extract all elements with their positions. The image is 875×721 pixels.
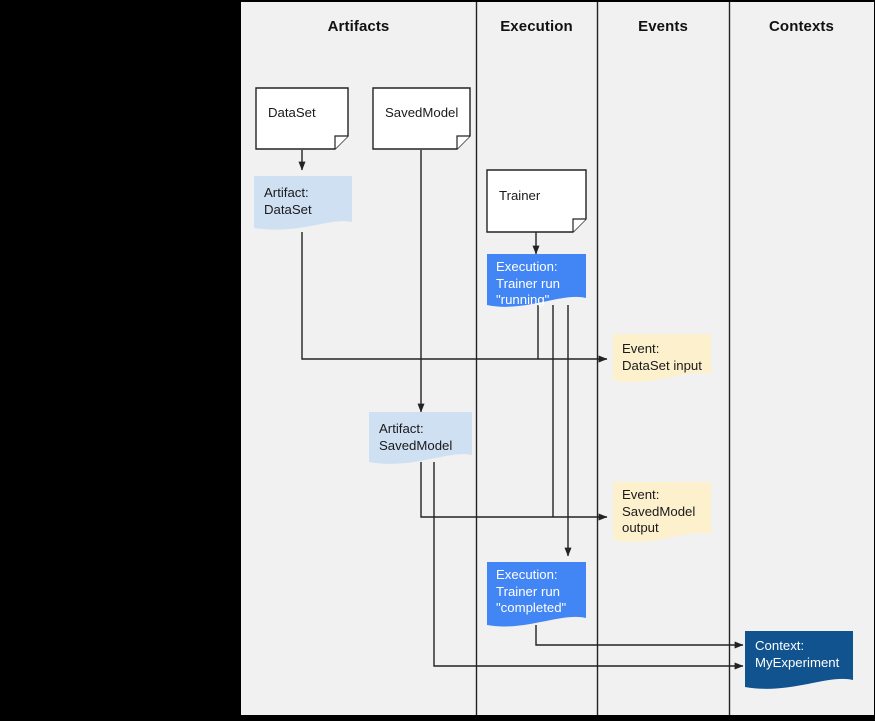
column-header-events: Events [638, 18, 688, 35]
node-type-savedmodel-label: SavedModel [385, 105, 459, 120]
node-type-dataset[interactable]: DataSet [256, 88, 348, 149]
node-event-savedmodel-output[interactable]: Event: SavedModel output [613, 482, 711, 540]
node-artifact-dataset[interactable]: Artifact: DataSet [254, 176, 352, 230]
column-header-contexts: Contexts [769, 18, 834, 35]
node-execution-running-label: Execution: Trainer run "running" [496, 259, 561, 307]
node-type-trainer-label: Trainer [499, 188, 541, 203]
node-artifact-savedmodel[interactable]: Artifact: SavedModel [369, 412, 472, 464]
node-context-myexperiment-label: Context: MyExperiment [755, 638, 840, 670]
node-execution-completed-label: Execution: Trainer run "completed" [496, 567, 567, 615]
node-event-dataset-input[interactable]: Event: DataSet input [613, 334, 711, 382]
node-type-trainer[interactable]: Trainer [487, 170, 586, 232]
node-event-dataset-input-label: Event: DataSet input [622, 341, 702, 373]
node-type-dataset-label: DataSet [268, 105, 316, 120]
node-artifact-savedmodel-label: Artifact: SavedModel [379, 421, 453, 453]
node-execution-completed[interactable]: Execution: Trainer run "completed" [487, 562, 586, 625]
node-execution-running[interactable]: Execution: Trainer run "running" [487, 254, 586, 307]
node-artifact-dataset-label: Artifact: DataSet [264, 185, 312, 217]
node-type-savedmodel[interactable]: SavedModel [373, 88, 470, 149]
node-event-savedmodel-output-label: Event: SavedModel output [622, 487, 696, 535]
node-context-myexperiment[interactable]: Context: MyExperiment [745, 631, 853, 687]
column-header-artifacts: Artifacts [327, 18, 390, 35]
column-header-execution: Execution [500, 18, 573, 35]
